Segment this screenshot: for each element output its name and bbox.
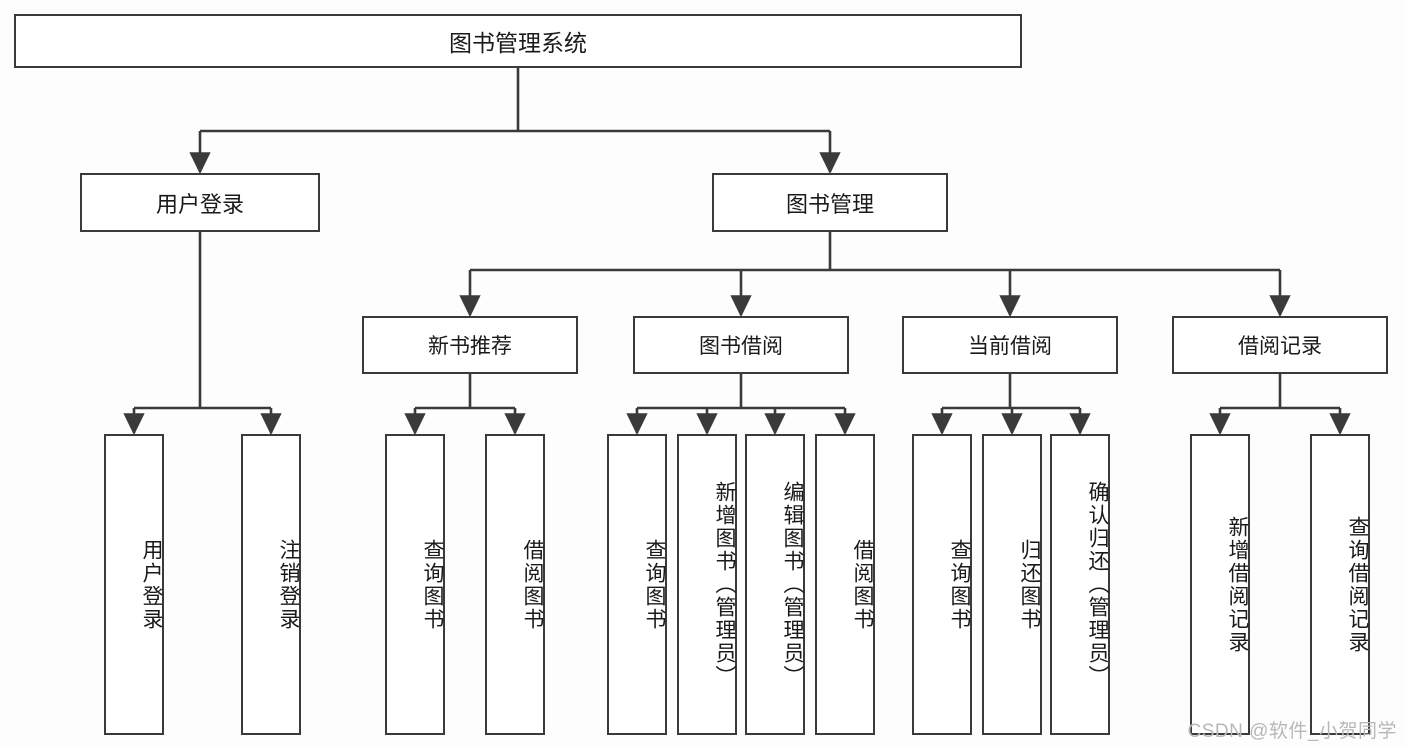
root-node-root[interactable]: 图书管理系统: [14, 14, 1022, 68]
node-label: 图书管理系统: [449, 30, 587, 56]
node-label: 当前借阅: [968, 335, 1052, 358]
node-label: 确认归还（管理员）: [1086, 481, 1109, 688]
leaf-node-l3[interactable]: 查询图书: [385, 434, 445, 735]
watermark: CSDN @软件_小贺同学: [1187, 721, 1397, 742]
node-label: 查询借阅记录: [1346, 515, 1369, 654]
leaf-node-l9[interactable]: 查询图书: [912, 434, 972, 735]
node-label: 查询图书: [643, 538, 666, 631]
leaf-node-l13[interactable]: 查询借阅记录: [1310, 434, 1370, 735]
node-label: 新增图书（管理员）: [713, 481, 736, 688]
node-label: 查询图书: [948, 538, 971, 631]
leaf-node-l1[interactable]: 用户登录: [104, 434, 164, 735]
leaf-node-l5[interactable]: 查询图书: [607, 434, 667, 735]
node-label: 借阅图书: [851, 538, 874, 631]
leaf-node-l7[interactable]: 编辑图书（管理员）: [745, 434, 805, 735]
node-label: 用户登录: [140, 538, 163, 631]
node-label: 图书管理: [785, 191, 874, 217]
branch-node-borrow[interactable]: 图书借阅: [633, 316, 849, 374]
node-label: 新增借阅记录: [1226, 515, 1249, 654]
node-label: 新书推荐: [428, 335, 512, 358]
leaf-node-l12[interactable]: 新增借阅记录: [1190, 434, 1250, 735]
node-label: 借阅图书: [521, 538, 544, 631]
leaf-node-l11[interactable]: 确认归还（管理员）: [1050, 434, 1110, 735]
node-label: 注销登录: [277, 538, 300, 631]
leaf-node-l8[interactable]: 借阅图书: [815, 434, 875, 735]
node-label: 用户登录: [155, 191, 244, 217]
branch-node-current[interactable]: 当前借阅: [902, 316, 1118, 374]
branch-node-records[interactable]: 借阅记录: [1172, 316, 1388, 374]
branch-node-bookmgmt[interactable]: 图书管理: [712, 173, 948, 232]
node-label: 编辑图书（管理员）: [781, 481, 804, 688]
branch-node-newbook[interactable]: 新书推荐: [362, 316, 578, 374]
leaf-node-l4[interactable]: 借阅图书: [485, 434, 545, 735]
node-label: 借阅记录: [1238, 335, 1322, 358]
branch-node-login[interactable]: 用户登录: [80, 173, 320, 232]
node-label: 图书借阅: [699, 335, 783, 358]
node-label: 查询图书: [421, 538, 444, 631]
leaf-node-l6[interactable]: 新增图书（管理员）: [677, 434, 737, 735]
leaf-node-l2[interactable]: 注销登录: [241, 434, 301, 735]
leaf-node-l10[interactable]: 归还图书: [982, 434, 1042, 735]
node-label: 归还图书: [1018, 538, 1041, 631]
